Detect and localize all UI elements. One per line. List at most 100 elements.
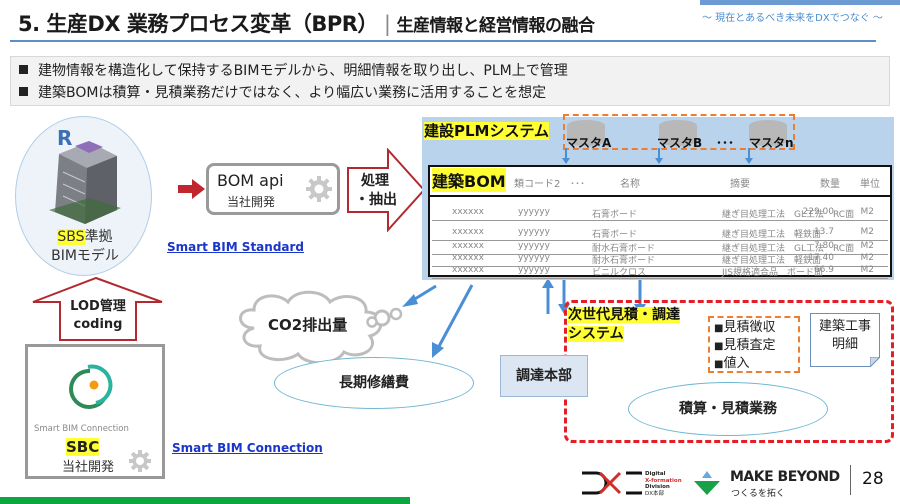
bullet-text: 建物情報を構造化して保持するBIMモデルから、明細情報を取り出し、PLM上で管理	[38, 63, 568, 79]
dxd-line: Division	[645, 484, 670, 490]
database-icon	[659, 120, 697, 146]
mountain-logo-icon	[694, 471, 720, 495]
column-header: 数量	[820, 179, 840, 190]
system-label-line1: 次世代見積・調達	[568, 307, 680, 323]
bom-cell: 石膏ボード	[592, 210, 638, 220]
lod-label: LOD管理 coding	[58, 298, 138, 334]
co2-label: CO2排出量	[268, 316, 348, 334]
process-label: 処理 ・抽出	[355, 172, 397, 210]
estimate-item-text: 見積査定	[723, 338, 776, 353]
bom-cell: M2	[860, 227, 875, 237]
master-down-arrows	[562, 148, 753, 164]
lod-label-line2: coding	[73, 317, 123, 332]
estimate-item-text: 値入	[723, 356, 750, 371]
construction-detail-document: 建築工事 明細	[810, 313, 880, 367]
summary-box: 建物情報を構造化して保持するBIMモデルから、明細情報を取り出し、PLM上で管理…	[10, 56, 890, 106]
bom-cell: 13.7	[813, 227, 834, 237]
bim-label-rest: 準拠	[84, 229, 113, 245]
bom-cell: xxxxxx	[452, 241, 484, 251]
process-label-line2: ・抽出	[355, 192, 397, 208]
building-model-icon	[49, 141, 121, 224]
bom-cell: 17.40	[808, 253, 834, 263]
bom-cell: M2	[860, 265, 875, 275]
sbs-highlight: SBS	[57, 229, 85, 245]
bom-cell: M2	[860, 253, 875, 263]
bom-table: 建築BOM 類コード2 ･･･ 名称 摘要 数量 単位 xxxxxx yyyyyy…	[428, 165, 892, 279]
title-main: 5. 生産DX 業務プロセス変革（BPR）	[18, 12, 378, 36]
column-header: ･･･	[570, 179, 585, 190]
estimate-item: ■見積査定	[714, 338, 776, 353]
lod-up-arrow	[32, 276, 163, 341]
sbc-subtitle: 当社開発	[62, 460, 115, 475]
sbc-logo-text: Smart BIM Connection	[34, 424, 129, 434]
estimate-items-frame: ■見積徴収 ■見積査定 ■値入	[708, 316, 800, 373]
column-header: 名称	[620, 179, 640, 190]
bom-cell: yyyyyy	[518, 265, 550, 275]
document-line2: 明細	[831, 337, 858, 352]
bom-cell: xxxxxx	[452, 265, 484, 275]
bom-cell: 7.80	[813, 241, 834, 251]
bim-label-line2: BIMモデル	[51, 248, 119, 264]
bom-cell: M2	[860, 241, 875, 251]
title-separator: |	[383, 12, 391, 36]
smart-bim-standard-link[interactable]: Smart BIM Standard	[167, 240, 305, 254]
smart-bim-connection-link[interactable]: Smart BIM Connection	[172, 441, 323, 455]
bom-cell: yyyyyy	[518, 207, 550, 217]
master-group-frame	[563, 114, 795, 150]
gear-icon	[129, 450, 151, 472]
dxd-line: X-formation	[645, 477, 682, 484]
bom-cell: 継ぎ目処理工法 軽鉄面	[722, 256, 822, 266]
bom-cell: xxxxxx	[452, 253, 484, 263]
sbc-label: SBC	[66, 438, 100, 456]
system-label-line2: システム	[568, 326, 624, 342]
bom-cell: 66.9	[813, 265, 834, 275]
red-arrow-icon	[178, 179, 205, 199]
plm-label-text: 建設PLMシステム	[424, 122, 550, 140]
page-number: 28	[862, 469, 884, 489]
dxd-line: Digital	[645, 471, 666, 477]
bom-cell: M2	[860, 207, 875, 217]
bom-cell: yyyyyy	[518, 227, 550, 237]
bom-api-box: BOM api 当社開発	[206, 163, 340, 215]
estimate-item: ■値入	[714, 356, 750, 371]
page-fold-icon	[870, 357, 880, 367]
bom-table-header: 建築BOM 類コード2 ･･･ 名称 摘要 数量 単位	[430, 167, 890, 197]
page-title: 5. 生産DX 業務プロセス変革（BPR）|生産情報と経営情報の融合	[18, 8, 595, 38]
tagline: ～ 現在とあるべき未来をDXでつなぐ ～	[702, 13, 883, 24]
gear-icon	[306, 176, 332, 202]
usage-arrows	[402, 280, 646, 358]
bullet-item: 建物情報を構造化して保持するBIMモデルから、明細情報を取り出し、PLM上で管理	[19, 60, 881, 82]
bom-cell: 継ぎ目処理工法 GL工法 RC面	[722, 210, 855, 220]
database-icon	[567, 120, 605, 146]
header-accent-bar	[700, 0, 900, 5]
process-extract-arrow	[347, 148, 426, 232]
bom-cell: 229.00	[802, 207, 835, 217]
footer-separator	[850, 465, 851, 495]
bom-cell: 耐水石膏ボード	[592, 244, 656, 254]
title-subtitle: 生産情報と経営情報の融合	[396, 16, 595, 36]
column-header: 摘要	[730, 179, 750, 190]
column-header: 単位	[860, 179, 880, 190]
brand-subtitle: つくるを拓く	[731, 489, 785, 499]
bullet-item: 建築BOMは積算・見積業務だけではなく、より幅広い業務に活用することを想定	[19, 82, 881, 104]
bom-cell: yyyyyy	[518, 241, 550, 251]
bom-cell: ビニルクロス	[592, 268, 647, 278]
revit-icon: R	[57, 126, 73, 150]
bom-api-subtitle: 当社開発	[227, 195, 276, 209]
bom-title: 建築BOM	[432, 168, 506, 192]
next-gen-system-label: 次世代見積・調達 システム	[568, 306, 680, 344]
bullet-text: 建築BOMは積算・見積業務だけではなく、より幅広い業務に活用することを想定	[38, 85, 547, 101]
smart-bim-connection-logo-icon	[69, 364, 113, 409]
master-b-label: マスタB	[657, 136, 703, 150]
footer-green-bar	[0, 497, 410, 504]
bom-cell: yyyyyy	[518, 253, 550, 263]
database-icon	[749, 120, 787, 146]
dxd-text: Digital X-formation Division DX本部	[645, 471, 682, 497]
bom-cell: 耐水石膏ボード	[592, 256, 656, 266]
bom-cell: 継ぎ目処理工法 軽鉄面	[722, 230, 822, 240]
